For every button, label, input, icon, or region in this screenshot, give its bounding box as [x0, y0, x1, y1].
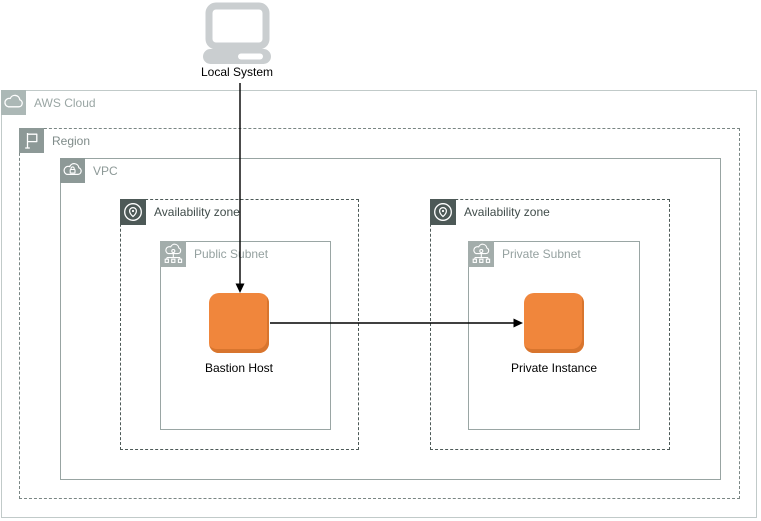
location-pin-icon	[430, 199, 456, 225]
laptop-icon	[203, 2, 271, 64]
availability-zone-left-label: Availability zone	[154, 205, 240, 219]
private-instance-node	[524, 293, 584, 353]
cloud-icon	[1, 90, 26, 115]
region-container: Region	[19, 128, 740, 499]
private-subnet-label: Private Subnet	[502, 247, 581, 261]
region-label: Region	[52, 133, 91, 148]
vpc-label: VPC	[93, 163, 118, 178]
vpc-container: VPC	[60, 158, 721, 480]
cloud-lock-icon	[60, 158, 85, 183]
aws-cloud-container: AWS Cloud	[1, 90, 757, 518]
cloud-network-icon	[160, 241, 186, 267]
availability-zone-right-container: Availability zone	[430, 199, 670, 450]
private-subnet-container: Private Subnet	[468, 241, 640, 430]
aws-cloud-label: AWS Cloud	[34, 95, 96, 110]
public-subnet-container: Public Subnet	[160, 241, 331, 430]
private-instance-label: Private Instance	[510, 361, 598, 375]
flag-icon	[19, 128, 44, 153]
cloud-network-icon	[468, 241, 494, 267]
public-subnet-label: Public Subnet	[194, 247, 269, 261]
bastion-host-label: Bastion Host	[204, 361, 274, 375]
availability-zone-right-label: Availability zone	[464, 205, 550, 219]
local-system-label: Local System	[200, 65, 274, 79]
bastion-host-node	[209, 293, 269, 353]
location-pin-icon	[120, 199, 146, 225]
